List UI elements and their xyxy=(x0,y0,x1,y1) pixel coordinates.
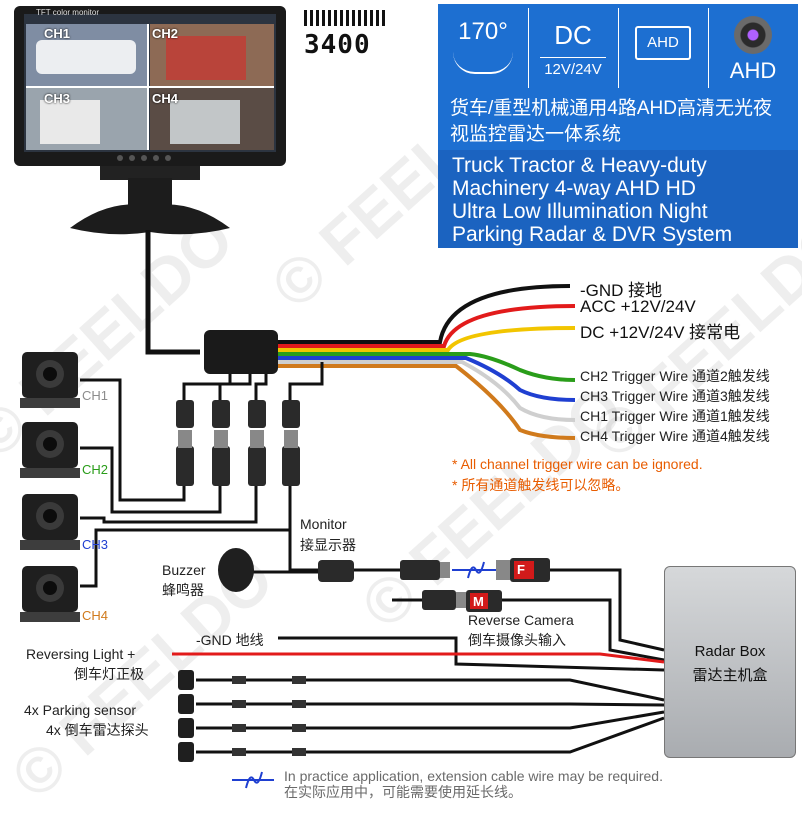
viewing-angle-feature: 170° xyxy=(438,8,529,88)
buzzer-label: Buzzer xyxy=(162,562,206,578)
title-english-line: Truck Tractor & Heavy-duty xyxy=(452,154,707,177)
monitor-ch1-label: CH1 xyxy=(44,26,71,41)
model-number: 3400 xyxy=(304,30,371,60)
barcode xyxy=(304,10,388,26)
monitor-connector-label-cn: 接显示器 xyxy=(300,537,356,553)
camera-lens-icon xyxy=(734,16,772,54)
monitor-connector-label: Monitor xyxy=(300,516,347,532)
buzzer-label-cn: 蜂鸣器 xyxy=(162,582,204,598)
radar-box-label-en: Radar Box xyxy=(694,643,766,660)
footer-note-en: In practice application, extension cable… xyxy=(284,768,663,784)
camera-ch3-label: CH3 xyxy=(82,537,109,552)
title-chinese: 货车/重型机械通用4路AHD高清无光夜视监控雷达一体系统 xyxy=(450,98,772,145)
footer-note: In practice application, extension cable… xyxy=(284,768,663,800)
viewing-angle: 170° xyxy=(458,18,508,45)
title-english: Truck Tractor & Heavy-duty Machinery 4-w… xyxy=(438,150,798,248)
monitor-screen-label: TFT color monitor xyxy=(36,8,99,17)
dc-wire-label: DC +12V/24V 接常电 xyxy=(580,323,741,342)
monitor-connector xyxy=(318,560,354,582)
parking-sensor-label-cn: 4x 倒车雷达探头 xyxy=(46,722,149,738)
female-connector-label: F xyxy=(517,562,525,577)
power-type: DC xyxy=(554,20,592,50)
buzzer xyxy=(218,548,254,592)
feature-panel: 170° DC 12V/24V AHD AHD 货车/重型机械通用4路AHD高清… xyxy=(438,4,799,248)
camera-ch1 xyxy=(20,352,80,408)
monitor-ch4-label: CH4 xyxy=(152,91,179,106)
title-english-line: Parking Radar & DVR System xyxy=(452,223,733,246)
radar-box: Radar Box 雷达主机盒 xyxy=(664,566,796,758)
ch3-trigger-label: CH3 Trigger Wire 通道3触发线 xyxy=(580,388,770,404)
power-voltage: 12V/24V xyxy=(540,57,606,78)
reversing-light-label-cn: 倒车灯正极 xyxy=(74,666,144,682)
radar-box-label-cn: 雷达主机盒 xyxy=(692,667,768,684)
title-english-line: Machinery 4-way AHD HD xyxy=(452,177,696,200)
angle-arc-icon xyxy=(453,52,513,74)
cable-hub xyxy=(204,330,278,374)
ahd-feature: AHD xyxy=(618,8,709,88)
power-feature: DC 12V/24V xyxy=(528,8,619,88)
radar-box-label: Radar Box 雷达主机盒 xyxy=(665,643,795,685)
camera-ch1-label: CH1 xyxy=(82,388,109,403)
ch1-trigger-label: CH1 Trigger Wire 通道1触发线 xyxy=(580,408,770,424)
monitor-ch3-label: CH3 xyxy=(44,91,71,106)
camera-ch2 xyxy=(20,422,80,478)
aviation-connectors xyxy=(176,400,300,486)
monitor-ch2-label: CH2 xyxy=(152,26,179,41)
ahd-screen-icon: AHD xyxy=(635,26,691,60)
footer-note-cn: 在实际应用中，可能需要使用延长线。 xyxy=(284,784,522,800)
camera-ch4-label: CH4 xyxy=(82,608,109,623)
camera-ch4 xyxy=(20,566,80,622)
reverse-camera-label: Reverse Camera xyxy=(468,612,574,628)
camera-ch3 xyxy=(20,494,80,550)
parking-sensors xyxy=(178,670,665,762)
title-english-line: Ultra Low Illumination Night xyxy=(452,200,708,223)
reverse-camera-label-cn: 倒车摄像头输入 xyxy=(468,632,566,648)
gnd-ground-label: -GND 地线 xyxy=(196,632,264,648)
male-connector-label: M xyxy=(473,594,484,609)
gnd-wire-label: -GND 接地 xyxy=(580,281,663,300)
note-english: * All channel trigger wire can be ignore… xyxy=(452,456,703,472)
monitor xyxy=(14,6,286,235)
camera-ch2-label: CH2 xyxy=(82,462,109,477)
ch2-trigger-label: CH2 Trigger Wire 通道2触发线 xyxy=(580,368,770,384)
ch4-trigger-label: CH4 Trigger Wire 通道4触发线 xyxy=(580,428,770,444)
camera-ahd-label: AHD xyxy=(729,58,777,83)
note-chinese: * 所有通道触发线可以忽略。 xyxy=(452,477,630,493)
acc-wire-label: ACC +12V/24V xyxy=(580,297,696,316)
reversing-light-label: Reversing Light + xyxy=(26,646,136,662)
parking-sensor-label: 4x Parking sensor xyxy=(24,702,137,718)
camera-feature: AHD xyxy=(708,8,799,88)
